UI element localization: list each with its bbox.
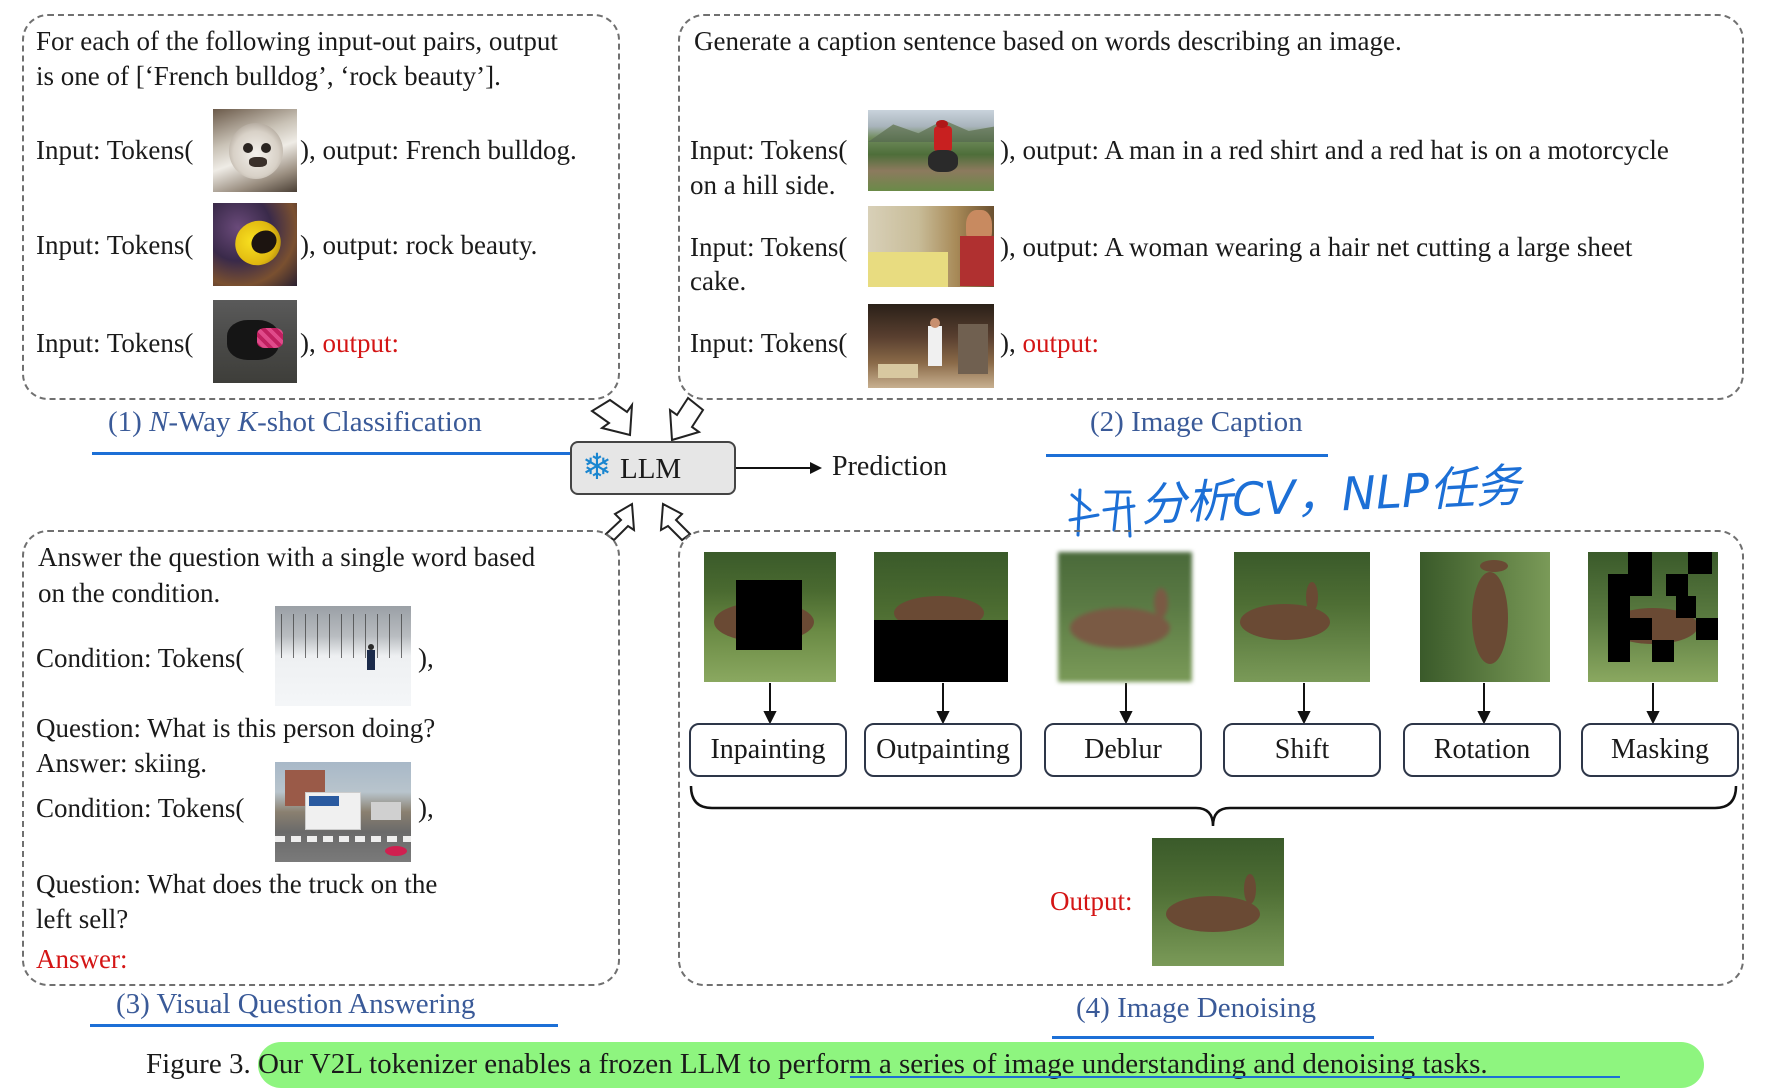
figure-caption: Figure 3. Our V2L tokenizer enables a fr… (146, 1044, 1488, 1084)
caption-row-1-suffix: ), output: A man in a red shirt and a re… (1000, 135, 1669, 165)
vqa-panel (22, 530, 620, 986)
task-outpainting: Outpainting (864, 723, 1022, 777)
vqa-instruction-line2: on the condition. (38, 578, 221, 608)
woman-cutting-cake-image (868, 206, 994, 287)
vqa-instruction-line1: Answer the question with a single word b… (38, 542, 536, 572)
classification-row-3-output-red: output: (322, 328, 400, 358)
figure-caption-text: . Our V2L tokenizer enables a frozen LLM… (243, 1048, 1488, 1080)
classification-title-mid: -Way (168, 406, 238, 438)
task-masking: Masking (1581, 723, 1739, 777)
task-inpainting: Inpainting (689, 723, 847, 777)
classification-row-3-prefix: Input: Tokens( (36, 328, 194, 358)
classification-title-underline (92, 452, 570, 455)
vqa-title-underline (90, 1024, 558, 1027)
classification-panel (22, 14, 620, 400)
vqa-condition-1: Condition: Tokens( (36, 643, 245, 673)
ice-cream-truck-image (275, 762, 411, 862)
classification-row-3-comma: ), (300, 328, 323, 358)
vqa-answer-red: Answer: (36, 944, 128, 974)
skiing-person-image (275, 606, 411, 706)
caption-panel (678, 14, 1744, 400)
arrow-from-panel4 (659, 502, 692, 542)
classification-row-1-suffix: ), output: French bulldog. (300, 135, 577, 165)
prediction-label: Prediction (832, 451, 948, 482)
caption-row-1-prefix: Input: Tokens( (690, 135, 848, 165)
vqa-question-1: Question: What is this person doing? (36, 713, 436, 743)
vqa-question-2-line1: Question: What does the truck on the (36, 869, 438, 899)
denoising-title: (4) Image Denoising (1076, 992, 1316, 1024)
classification-title: (1) N-Way K-shot Classification (108, 406, 482, 439)
caption-row-2-wrap: cake. (690, 266, 747, 296)
caption-row-2-suffix: ), output: A woman wearing a hair net cu… (1000, 232, 1633, 262)
denoised-output-image (1152, 838, 1284, 966)
classification-title-k: K (237, 406, 258, 438)
vqa-question-2-line2: left sell? (36, 904, 129, 934)
arrow-from-panel2 (668, 396, 705, 442)
dog-with-pink-jacket-image (213, 300, 297, 383)
caption-row-3-suffix: ), output: (1000, 326, 1099, 360)
caption-hand-underline (850, 1076, 1620, 1078)
classification-instruction-line1: For each of the following input-out pair… (36, 26, 558, 56)
outpainting-input-image (874, 552, 1008, 682)
handwritten-note: 分析CV，NLP任务 (1138, 458, 1523, 532)
restaurant-kitchen-image (868, 304, 994, 388)
snowflake-icon: ❄ (581, 447, 613, 487)
deblur-input-image (1058, 552, 1192, 682)
caption-row-2-prefix: Input: Tokens( (690, 232, 848, 262)
vqa-title: (3) Visual Question Answering (116, 988, 476, 1020)
figure-caption-label: Figure 3 (146, 1048, 244, 1080)
classification-instruction-line2: is one of [‘French bulldog’, ‘rock beaut… (36, 61, 501, 91)
classification-title-pre: (1) (108, 406, 150, 438)
prediction-arrow-head (810, 462, 822, 474)
classification-title-n: N (149, 406, 169, 438)
caption-title: (2) Image Caption (1090, 406, 1303, 438)
inpainting-input-image (704, 552, 836, 682)
classification-row-2-prefix: Input: Tokens( (36, 230, 194, 260)
arrow-from-panel1 (590, 398, 634, 437)
masking-input-image (1588, 552, 1718, 682)
vqa-condition-2: Condition: Tokens( (36, 793, 245, 823)
classification-row-2-suffix: ), output: rock beauty. (300, 230, 538, 260)
rock-beauty-fish-image (213, 203, 297, 286)
task-rotation: Rotation (1403, 723, 1561, 777)
caption-instruction: Generate a caption sentence based on wor… (694, 26, 1402, 56)
french-bulldog-image (213, 109, 297, 192)
classification-row-1-prefix: Input: Tokens( (36, 135, 194, 165)
task-deblur: Deblur (1044, 723, 1202, 777)
caption-row-3-output-red: output: (1022, 328, 1100, 358)
vqa-condition-1-close: ), (418, 643, 434, 673)
vqa-condition-2-close: ), (418, 793, 434, 823)
task-shift: Shift (1223, 723, 1381, 777)
caption-title-underline (1046, 454, 1328, 457)
llm-box (570, 441, 736, 495)
denoising-title-underline (1052, 1036, 1374, 1039)
caption-row-3-prefix: Input: Tokens( (690, 328, 848, 358)
caption-row-3-comma: ), (1000, 328, 1023, 358)
shift-input-image (1234, 552, 1370, 682)
arrow-from-panel3 (604, 502, 636, 542)
vqa-answer-1: Answer: skiing. (36, 748, 207, 778)
llm-label: LLM (620, 453, 682, 485)
classification-title-post: -shot Classification (257, 406, 482, 438)
denoising-output-label: Output: (1050, 886, 1133, 916)
caption-row-1-wrap: on a hill side. (690, 170, 836, 200)
classification-row-3-suffix: ), output: (300, 326, 399, 360)
denoising-panel (678, 530, 1744, 986)
motorcycle-hillside-image (868, 110, 994, 191)
rotation-input-image (1420, 552, 1550, 682)
